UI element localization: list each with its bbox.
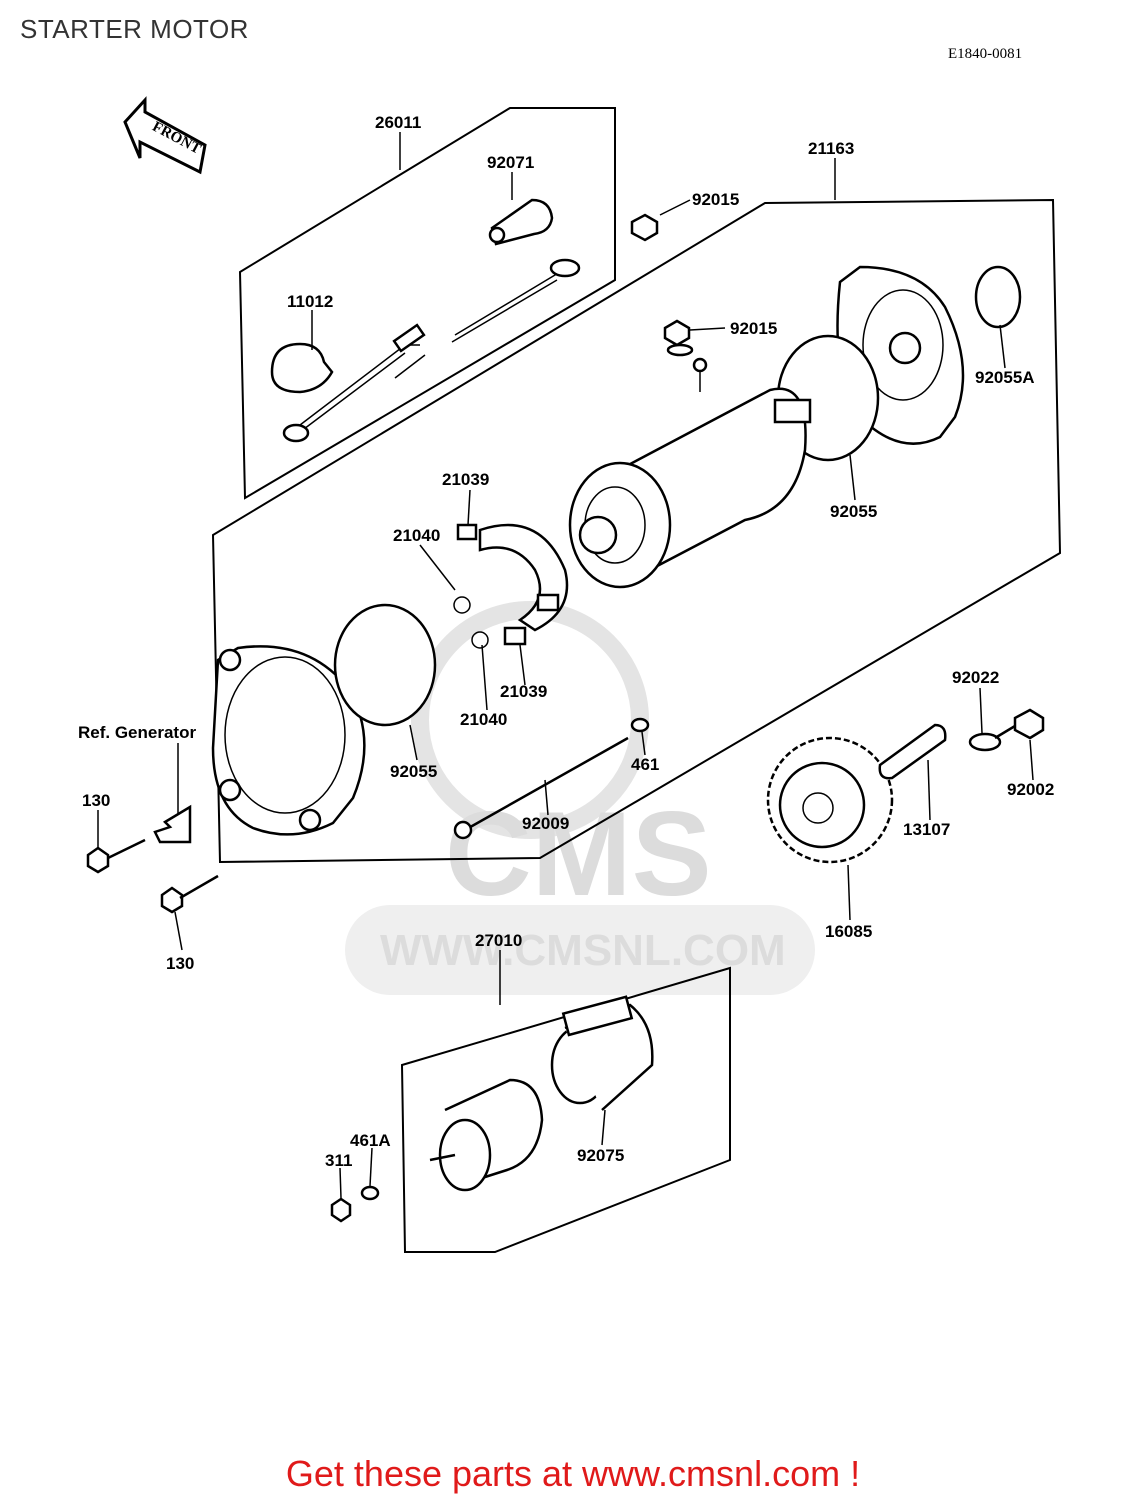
page-title: STARTER MOTOR: [20, 14, 249, 44]
part-label-92075: 92075: [577, 1146, 624, 1165]
part-label-461a: 461A: [350, 1131, 391, 1150]
part-label-21163: 21163: [808, 139, 854, 158]
nut-92015-mid-drawing: [663, 319, 691, 347]
shaft-13107-drawing: [878, 723, 947, 780]
motor-body-drawing: [568, 357, 812, 589]
cta-link[interactable]: Get these parts at www.cmsnl.com !: [285, 1453, 861, 1494]
solenoid-drawing: [429, 1078, 544, 1192]
part-label-21039-top: 21039: [442, 470, 489, 489]
lead-wire-11012-drawing: [270, 323, 426, 443]
part-label-11012: 11012: [287, 292, 333, 311]
cap-92071-drawing: [451, 198, 581, 343]
part-label-92055a: 92055A: [975, 368, 1035, 387]
watermark-logo-text: CMS: [445, 787, 712, 921]
part-label-92015-top: 92015: [692, 190, 739, 209]
nut-311-drawing: [330, 1197, 352, 1223]
part-labels: 26011 92071 11012 92015 21163 92015 9205…: [78, 113, 1054, 1170]
part-label-16085: 16085: [825, 922, 872, 941]
leader-lines: [97, 132, 1034, 1199]
part-label-92071: 92071: [487, 153, 534, 172]
part-label-21040-top: 21040: [393, 526, 440, 545]
ref-generator-label: Ref. Generator: [78, 723, 196, 742]
front-arrow-icon: FRONT: [123, 96, 207, 175]
box-27010-outline: [400, 966, 731, 1253]
bolt-130-bottom-drawing: [160, 874, 219, 914]
rear-housing-drawing: [211, 603, 437, 836]
part-label-27010: 27010: [475, 931, 522, 950]
box-21163-outline: [211, 198, 1062, 864]
part-label-21040-bottom: 21040: [460, 710, 507, 729]
part-label-92002: 92002: [1007, 780, 1054, 799]
watermark-url-text: WWW.CMSNL.COM: [380, 926, 786, 975]
part-label-92055-right: 92055: [830, 502, 877, 521]
bolt-92002-drawing: [994, 708, 1045, 740]
part-label-92055-left: 92055: [390, 762, 437, 781]
part-label-92022: 92022: [952, 668, 999, 687]
part-label-26011: 26011: [375, 113, 421, 132]
diagram-code: E1840-0081: [948, 46, 1023, 62]
brush-plate-drawing: [453, 523, 569, 649]
cover-92075-drawing: [550, 995, 654, 1111]
thru-bolt-92009-drawing: [453, 717, 650, 840]
nut-92015-top-drawing: [630, 213, 659, 242]
washer-92022-drawing: [968, 732, 1002, 752]
gear-16085-drawing: [766, 736, 894, 864]
part-label-130-top: 130: [82, 791, 110, 810]
part-label-130-bottom: 130: [166, 954, 194, 973]
part-label-92015-mid: 92015: [730, 319, 777, 338]
washer-461a-drawing: [360, 1185, 380, 1201]
part-label-21039-bottom: 21039: [500, 682, 547, 701]
part-label-311: 311: [325, 1151, 352, 1170]
bolt-130-top-drawing: [86, 838, 146, 874]
end-cover-drawing: [776, 265, 1022, 462]
box-26011-outline: [238, 107, 616, 500]
part-label-92009: 92009: [522, 814, 569, 833]
washer-92015-drawing: [666, 343, 694, 357]
part-label-13107: 13107: [903, 820, 950, 839]
bracket-drawing: [153, 804, 192, 844]
part-label-461: 461: [631, 755, 659, 774]
